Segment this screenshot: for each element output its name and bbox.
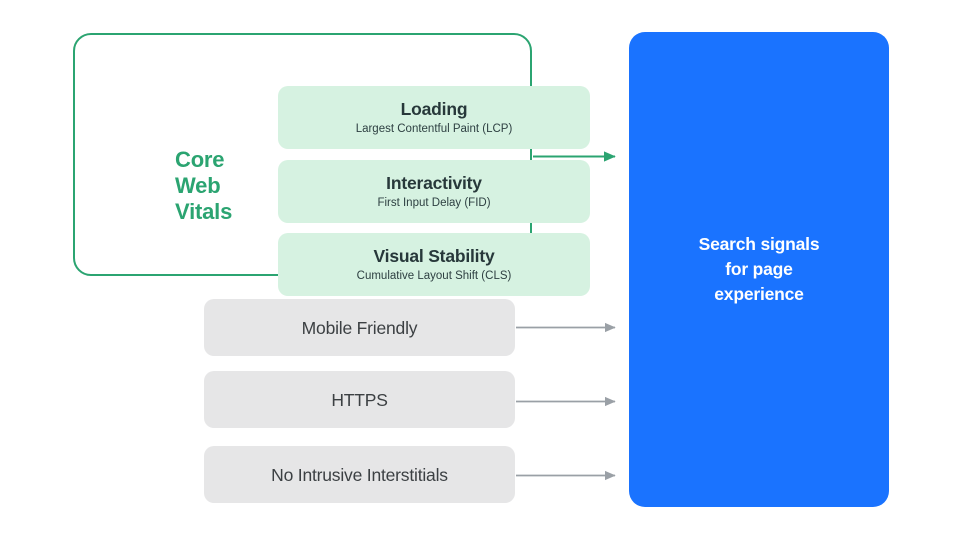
metric-subtitle: First Input Delay (FID) <box>377 196 491 209</box>
metric-title: Visual Stability <box>373 245 495 266</box>
signal-card-no-intrusive-interstitials[interactable]: No Intrusive Interstitials <box>204 446 515 503</box>
core-web-vitals-label: Core Web Vitals <box>175 147 259 225</box>
metric-subtitle: Largest Contentful Paint (LCP) <box>355 122 513 135</box>
signal-label: No Intrusive Interstitials <box>271 464 448 485</box>
signal-card-mobile-friendly[interactable]: Mobile Friendly <box>204 299 515 356</box>
core-web-vitals-label-line-3: Vitals <box>175 199 233 224</box>
outcome-text: Search signals for page experience <box>698 234 820 304</box>
signal-label: HTTPS <box>331 389 388 410</box>
metric-card-interactivity[interactable]: Interactivity First Input Delay (FID) <box>278 160 590 223</box>
metric-title: Interactivity <box>386 172 482 193</box>
metric-subtitle: Cumulative Layout Shift (CLS) <box>356 269 512 282</box>
signal-label: Mobile Friendly <box>301 317 418 338</box>
core-web-vitals-label-line-2: Web <box>175 173 221 198</box>
metric-card-loading[interactable]: Loading Largest Contentful Paint (LCP) <box>278 86 590 149</box>
metric-card-visual-stability[interactable]: Visual Stability Cumulative Layout Shift… <box>278 233 590 296</box>
core-web-vitals-label-line-1: Core <box>175 147 225 172</box>
metric-title: Loading <box>400 98 468 119</box>
outcome-panel: Search signals for page experience <box>629 32 889 507</box>
signal-card-https[interactable]: HTTPS <box>204 371 515 428</box>
core-web-vitals-group: Core Web Vitals Loading Largest Contentf… <box>73 33 590 296</box>
